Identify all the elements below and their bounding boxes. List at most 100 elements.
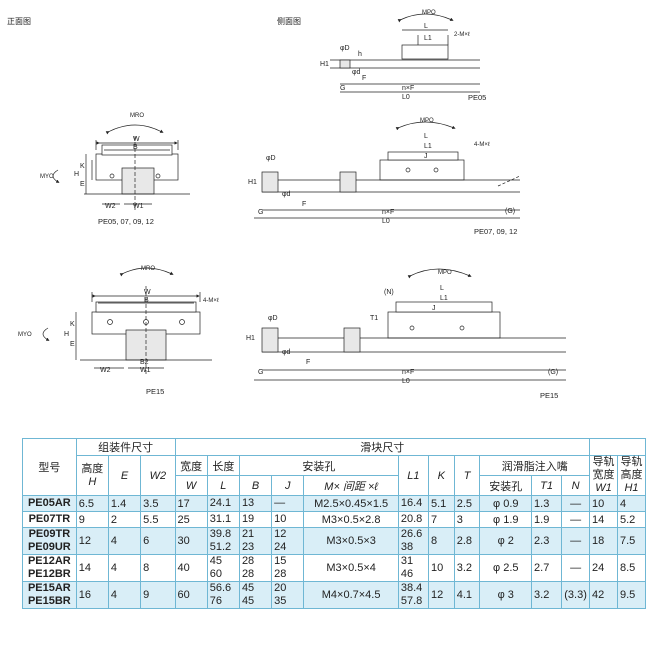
header-grease: 润滑脂注入嘴 [479, 455, 591, 476]
header-j: J [271, 475, 305, 496]
cell-w1: 24 [589, 554, 618, 582]
cell-j: 10 [271, 511, 305, 528]
cell-n: (3.3) [561, 581, 591, 609]
cell-k: 5.1 [427, 495, 455, 512]
front-caption-b: PE15 [146, 387, 164, 396]
h-label-a: H [74, 171, 79, 178]
header-width: 宽度 [174, 455, 208, 476]
mpo-label-a: MPO [422, 10, 436, 16]
cell-model: PE07TR [22, 511, 77, 528]
cell-hole: φ 3 [479, 581, 533, 609]
mro-label-b: MRO [141, 266, 155, 272]
cell-w1: 14 [589, 511, 618, 528]
cell-w: 17 [174, 495, 208, 512]
g-label-sa: G [340, 85, 345, 92]
header-length: 长度 [206, 455, 240, 476]
side-caption-b: PE07, 09, 12 [474, 227, 517, 236]
b-label-b: B [144, 297, 149, 304]
cell-hole: φ 2 [479, 527, 533, 555]
t1-label-sc: T1 [370, 315, 378, 322]
h1-label-sa: H1 [320, 61, 329, 68]
cell-e: 4 [107, 554, 142, 582]
cell-e: 4 [107, 581, 142, 609]
b2-label-b: B2 [140, 359, 149, 366]
cell-w2: 9 [140, 581, 176, 609]
cell-h: 9 [75, 511, 109, 528]
side-view-a [330, 13, 480, 93]
header-l: L [206, 475, 240, 496]
header-t1: T1 [531, 475, 563, 496]
mpo-label-c: MPO [438, 270, 452, 276]
cell-hole: φ 2.5 [479, 554, 533, 582]
cell-m: M3×0.5×3 [303, 527, 399, 555]
header-k: K [427, 455, 455, 496]
cell-n: — [561, 511, 591, 528]
cell-w2: 3.5 [140, 495, 176, 512]
cell-model: PE05AR [22, 495, 77, 512]
cell-n: — [561, 554, 591, 582]
gp-label-sb: (G) [505, 208, 515, 215]
cell-w: 40 [174, 554, 208, 582]
l0-label-sc: L0 [402, 378, 410, 385]
nf-label-sb: n×F [382, 209, 394, 216]
cell-e: 2 [107, 511, 142, 528]
l1-label-sb: L1 [424, 143, 432, 150]
cell-k: 8 [427, 527, 455, 555]
l1-label-sa: L1 [424, 35, 432, 42]
cell-h: 14 [75, 554, 109, 582]
header-model: 型号 [22, 438, 77, 496]
header-assembly: 组装件尺寸 [75, 438, 176, 456]
side-view-heading: 侧面图 [277, 17, 301, 26]
cell-k: 10 [427, 554, 455, 582]
cell-hole: φ 0.9 [479, 495, 533, 512]
cell-h: 6.5 [75, 495, 109, 512]
l0-label-sb: L0 [382, 218, 390, 225]
w1-label-a: W1 [133, 203, 144, 210]
cell-b: 19 [238, 511, 273, 528]
cell-h1: 8.5 [616, 554, 647, 582]
gp-label-sc: (G) [548, 369, 558, 376]
nf-label-sa: n×F [402, 85, 414, 92]
cell-t1: 3.2 [531, 581, 563, 609]
cell-h1: 5.2 [616, 511, 647, 528]
side-caption-c: PE15 [540, 391, 558, 400]
w-label-a: W [133, 136, 140, 143]
g-label-sb: G [258, 209, 263, 216]
phid-big-label-sc: φD [268, 315, 278, 322]
phid-big-label-sb: φD [266, 155, 276, 162]
cell-e: 1.4 [107, 495, 142, 512]
cell-l1: 16.4 [397, 495, 429, 512]
cell-w2: 5.5 [140, 511, 176, 528]
cell-m: M4×0.7×4.5 [303, 581, 399, 609]
cell-w2: 6 [140, 527, 176, 555]
phid-small-label-sa: φd [352, 69, 361, 76]
nf-label-sc: n×F [402, 369, 414, 376]
cell-m: M2.5×0.45×1.5 [303, 495, 399, 512]
f-label-sb: F [302, 201, 306, 208]
cell-w1: 10 [589, 495, 618, 512]
mxl-label-b: 4-M×ℓ [203, 297, 219, 304]
b-label-a: B [133, 144, 138, 151]
side-view-c [254, 268, 566, 381]
cell-hole: φ 1.9 [479, 511, 533, 528]
w-label-b: W [144, 289, 151, 296]
cell-m: M3×0.5×4 [303, 554, 399, 582]
cell-k: 7 [427, 511, 455, 528]
